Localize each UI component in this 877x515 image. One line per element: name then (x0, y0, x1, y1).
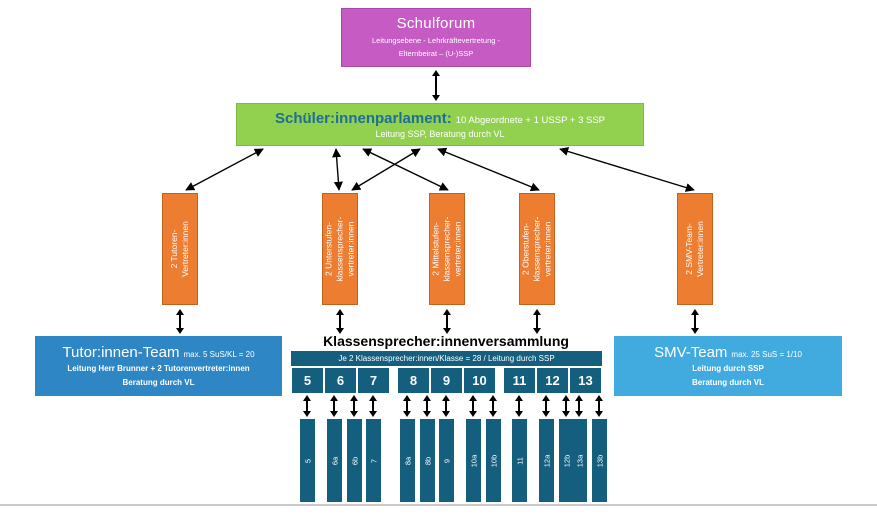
grade-box-9: 9 (431, 368, 462, 393)
class-column-6b: 6b (347, 419, 362, 502)
grade-box-8: 8 (398, 368, 429, 393)
class-column-13a: 13a (572, 419, 587, 502)
schulforum-subtitle: Leitungsebene - Lehrkräftevertretung - E… (372, 35, 500, 58)
class-label: 13b (595, 454, 604, 467)
delegate-label: 2 Tutoren- Vertreter:innen (168, 221, 190, 277)
grade-box-6: 6 (325, 368, 356, 393)
class-label: 9 (442, 458, 451, 463)
delegate-box-oberstufen: 2 Oberstufen- klassensprecher- vertreter… (519, 193, 555, 305)
grade-box-7: 7 (358, 368, 389, 393)
connector-arrow (443, 309, 451, 334)
delegate-box-unterstufen: 2 Unterstufen- klassensprecher- vertrete… (322, 193, 358, 305)
delegate-box-mittelstufen: 2 Mittelstufen- klassensprecher- vertret… (429, 193, 465, 305)
class-label: 6a (330, 456, 339, 465)
connector-arrow (691, 309, 699, 334)
class-label: 12a (542, 454, 551, 467)
delegate-label: 2 Mittelstufen- klassensprecher- vertret… (430, 216, 463, 282)
class-label: 8a (403, 456, 412, 465)
smv-team-line2: Beratung durch VL (691, 377, 764, 387)
smv-team-box: SMV-Team max. 25 SuS = 1/10 Leitung durc… (614, 336, 842, 396)
parlament-box: Schüler:innenparlament: 10 Abgeordnete +… (236, 103, 644, 146)
class-label: 13a (575, 454, 584, 467)
class-column-9: 9 (439, 419, 454, 502)
tutor-team-box: Tutor:innen-Team max. 5 SuS/KL = 20 Leit… (35, 336, 282, 396)
class-label: 12b (562, 454, 571, 467)
connector-arrow (423, 395, 431, 417)
class-label: 10b (489, 454, 498, 467)
class-label: 7 (369, 458, 378, 463)
parlament-title: Schüler:innenparlament: (275, 110, 452, 127)
connector-arrow (176, 309, 184, 334)
class-label: 6b (350, 456, 359, 465)
class-label: 8b (423, 456, 432, 465)
connector-arrow (489, 395, 497, 417)
class-column-12a: 12a (539, 419, 554, 502)
connector-arrow (469, 395, 477, 417)
versammlung-subtitle-bar: Je 2 Klassensprecher:innen/Klasse = 28 /… (291, 351, 602, 366)
grade-box-10: 10 (464, 368, 495, 393)
tutor-team-title: Tutor:innen-Team (62, 344, 180, 362)
class-column-13b: 13b (592, 419, 607, 502)
connector-arrow (336, 309, 344, 334)
class-column-11: 11 (512, 419, 527, 502)
versammlung-title: Klassensprecher:innenversammlung (323, 333, 569, 349)
smv-team-note: max. 25 SuS = 1/10 (731, 350, 802, 360)
grade-box-13: 13 (570, 368, 601, 393)
class-label: 5 (303, 458, 312, 463)
class-label: 11 (515, 456, 524, 465)
delegate-box-tutoren: 2 Tutoren- Vertreter:innen (162, 193, 198, 305)
smv-team-title: SMV-Team (654, 344, 728, 362)
slide-bottom-edge (0, 504, 877, 506)
connector-arrow (403, 395, 411, 417)
tutor-team-line2: Beratung durch VL (122, 377, 195, 387)
delegate-label: 2 Oberstufen- klassensprecher- vertreter… (520, 216, 553, 282)
connector-arrow (595, 395, 603, 417)
schulforum-box: Schulforum Leitungsebene - Lehrkräftever… (341, 8, 531, 67)
parlament-subtitle: Leitung SSP, Beratung durch VL (375, 129, 505, 139)
class-column-10b: 10b (486, 419, 501, 502)
class-column-5: 5 (300, 419, 315, 502)
class-column-6a: 6a (327, 419, 342, 502)
connector-arrow (350, 395, 358, 417)
grade-box-5: 5 (292, 368, 323, 393)
grade-box-11: 11 (504, 368, 535, 393)
connector-arrow (575, 395, 583, 417)
connector-arrow (303, 395, 311, 417)
class-column-7: 7 (366, 419, 381, 502)
class-column-8a: 8a (400, 419, 415, 502)
connector-arrow (515, 395, 523, 417)
connector-arrow (369, 395, 377, 417)
class-label: 10a (469, 454, 478, 467)
connector-arrow (562, 395, 570, 417)
class-column-12b: 12b (559, 419, 574, 502)
schulforum-title: Schulforum (396, 14, 476, 32)
tutor-team-line1: Leitung Herr Brunner + 2 Tutorenvertrete… (67, 364, 250, 374)
parlament-detail: 10 Abgeordnete + 1 USSP + 3 SSP (455, 115, 605, 126)
delegate-label: 2 Unterstufen- klassensprecher- vertrete… (323, 216, 356, 282)
smv-team-line1: Leitung durch SSP (692, 364, 764, 374)
connector-arrow (542, 395, 550, 417)
connector-arrow (442, 395, 450, 417)
connector-arrow (330, 395, 338, 417)
connector-arrow (533, 309, 541, 334)
class-column-8b: 8b (420, 419, 435, 502)
grade-box-12: 12 (537, 368, 568, 393)
delegate-label: 2 SMV-Team- Vertreter:innen (683, 221, 705, 277)
class-column-10a: 10a (466, 419, 481, 502)
tutor-team-note: max. 5 SuS/KL = 20 (183, 350, 255, 360)
delegate-box-smv: 2 SMV-Team- Vertreter:innen (677, 193, 713, 305)
connector-arrow (432, 70, 440, 101)
